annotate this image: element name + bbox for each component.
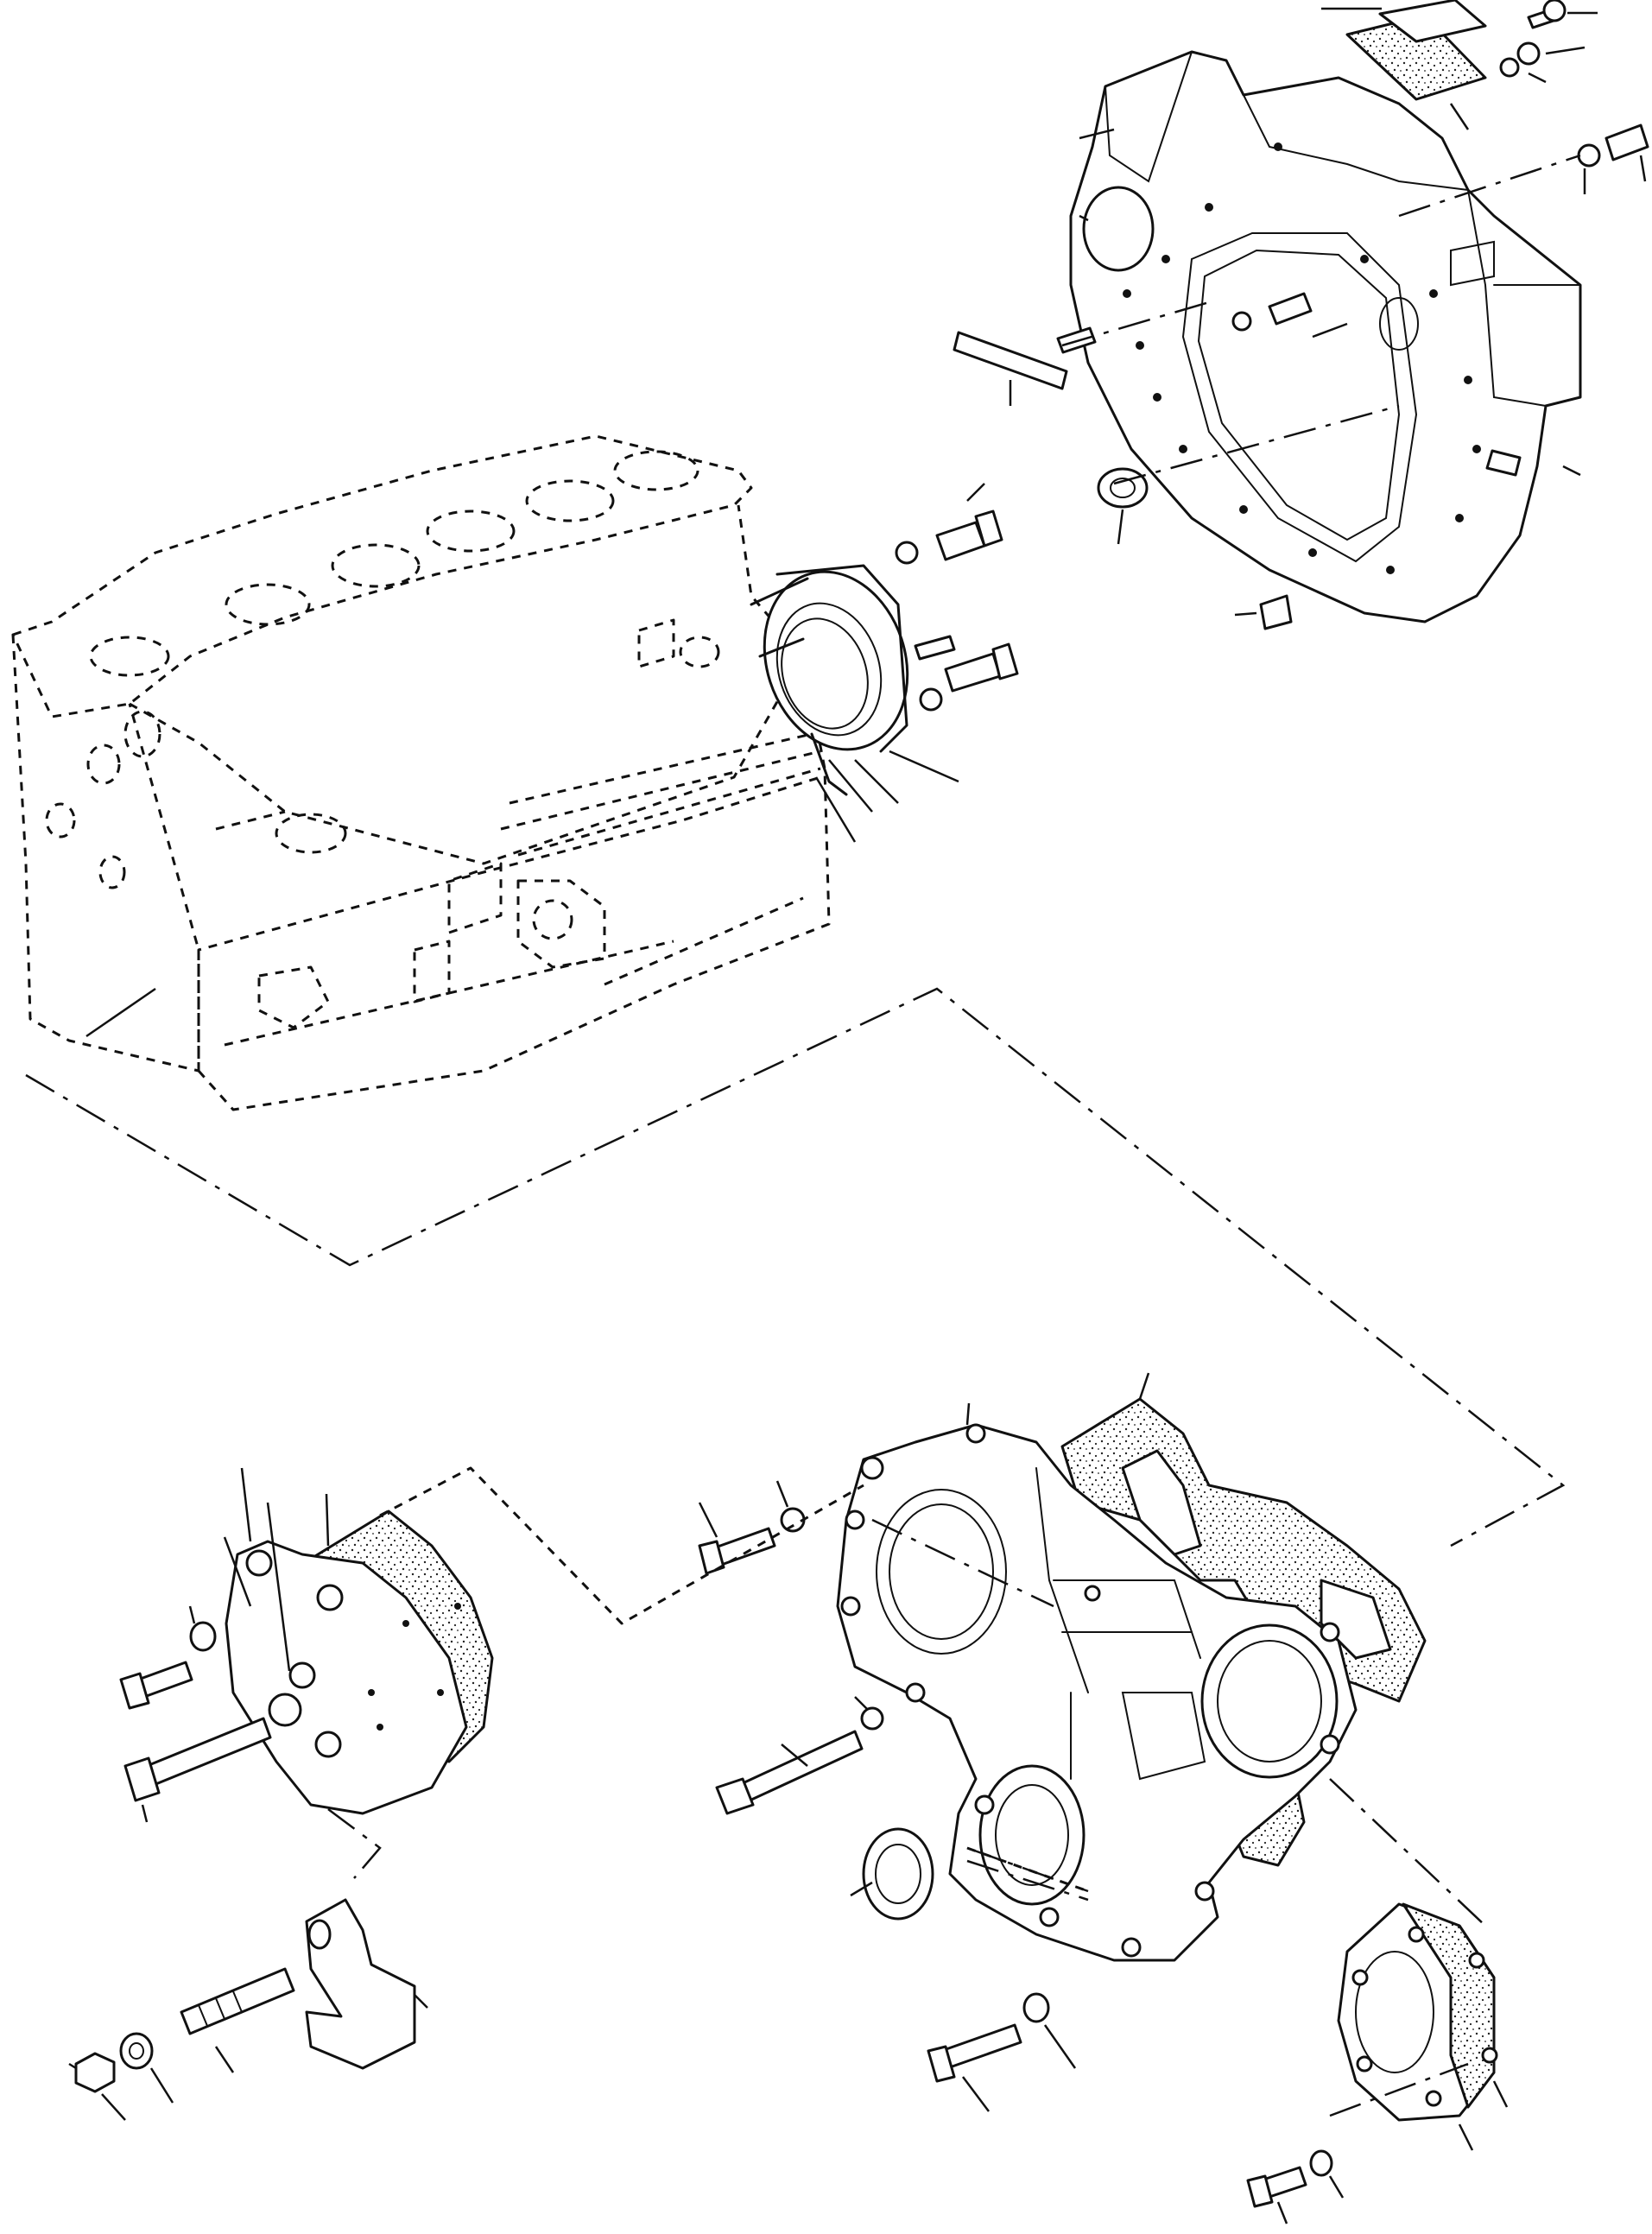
assembly-line-cover <box>379 1466 864 1625</box>
timing-housing-bolts <box>698 1480 884 1815</box>
decal-strip <box>953 331 1068 406</box>
lifting-bracket <box>305 1808 428 2070</box>
timing-cover-bolt <box>927 1859 1089 2112</box>
crankshaft-rear-seal-carrier <box>750 564 959 843</box>
flywheel-housing-cover-plate <box>1321 0 1487 130</box>
flywheel-housing <box>1069 50 1582 623</box>
assembly-line-seal <box>966 1846 1089 1893</box>
stud-and-nut <box>68 1967 295 2121</box>
timing-cover-bolts <box>119 1605 272 1823</box>
assembly-line-block <box>25 987 1566 1547</box>
timing-cover-plate <box>223 1467 494 1815</box>
flywheel-housing-bolts <box>1398 0 1649 218</box>
timing-gear-housing <box>836 1402 1358 1962</box>
pump-drive-cover <box>1329 1778 1509 2151</box>
seal-carrier-bolts <box>895 483 1019 712</box>
dowel-pins <box>1056 301 1581 477</box>
plugs <box>1097 404 1400 630</box>
cylinder-block <box>11 434 831 1111</box>
pump-cover-bolt <box>1246 2149 1345 2225</box>
